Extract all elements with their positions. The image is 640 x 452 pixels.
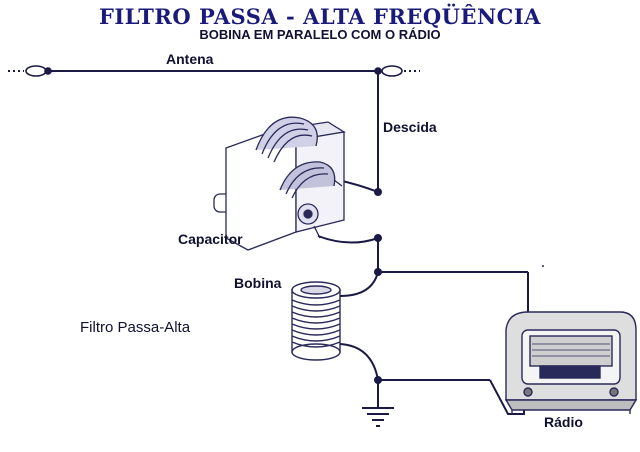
antenna-label: Antena: [166, 51, 214, 67]
page-title: FILTRO PASSA - ALTA FREQÜÊNCIA: [99, 4, 541, 29]
filter-label: Filtro Passa-Alta: [80, 319, 191, 336]
insulator-icon: [25, 65, 52, 77]
capacitor-lead: [317, 234, 529, 322]
radio-label: Rádio: [544, 414, 583, 430]
ground-icon: [362, 407, 394, 427]
downlead-label: Descida: [383, 119, 437, 135]
coil-label: Bobina: [234, 275, 282, 291]
capacitor-label: Capacitor: [178, 231, 243, 247]
page-subtitle: BOBINA EM PARALELO COM O RÁDIO: [199, 27, 441, 42]
coil-icon: [291, 281, 341, 361]
radio-icon: [504, 311, 638, 414]
insulator-icon: [374, 65, 403, 77]
coil-leads: [339, 271, 525, 415]
capacitor-icon: [213, 116, 346, 251]
